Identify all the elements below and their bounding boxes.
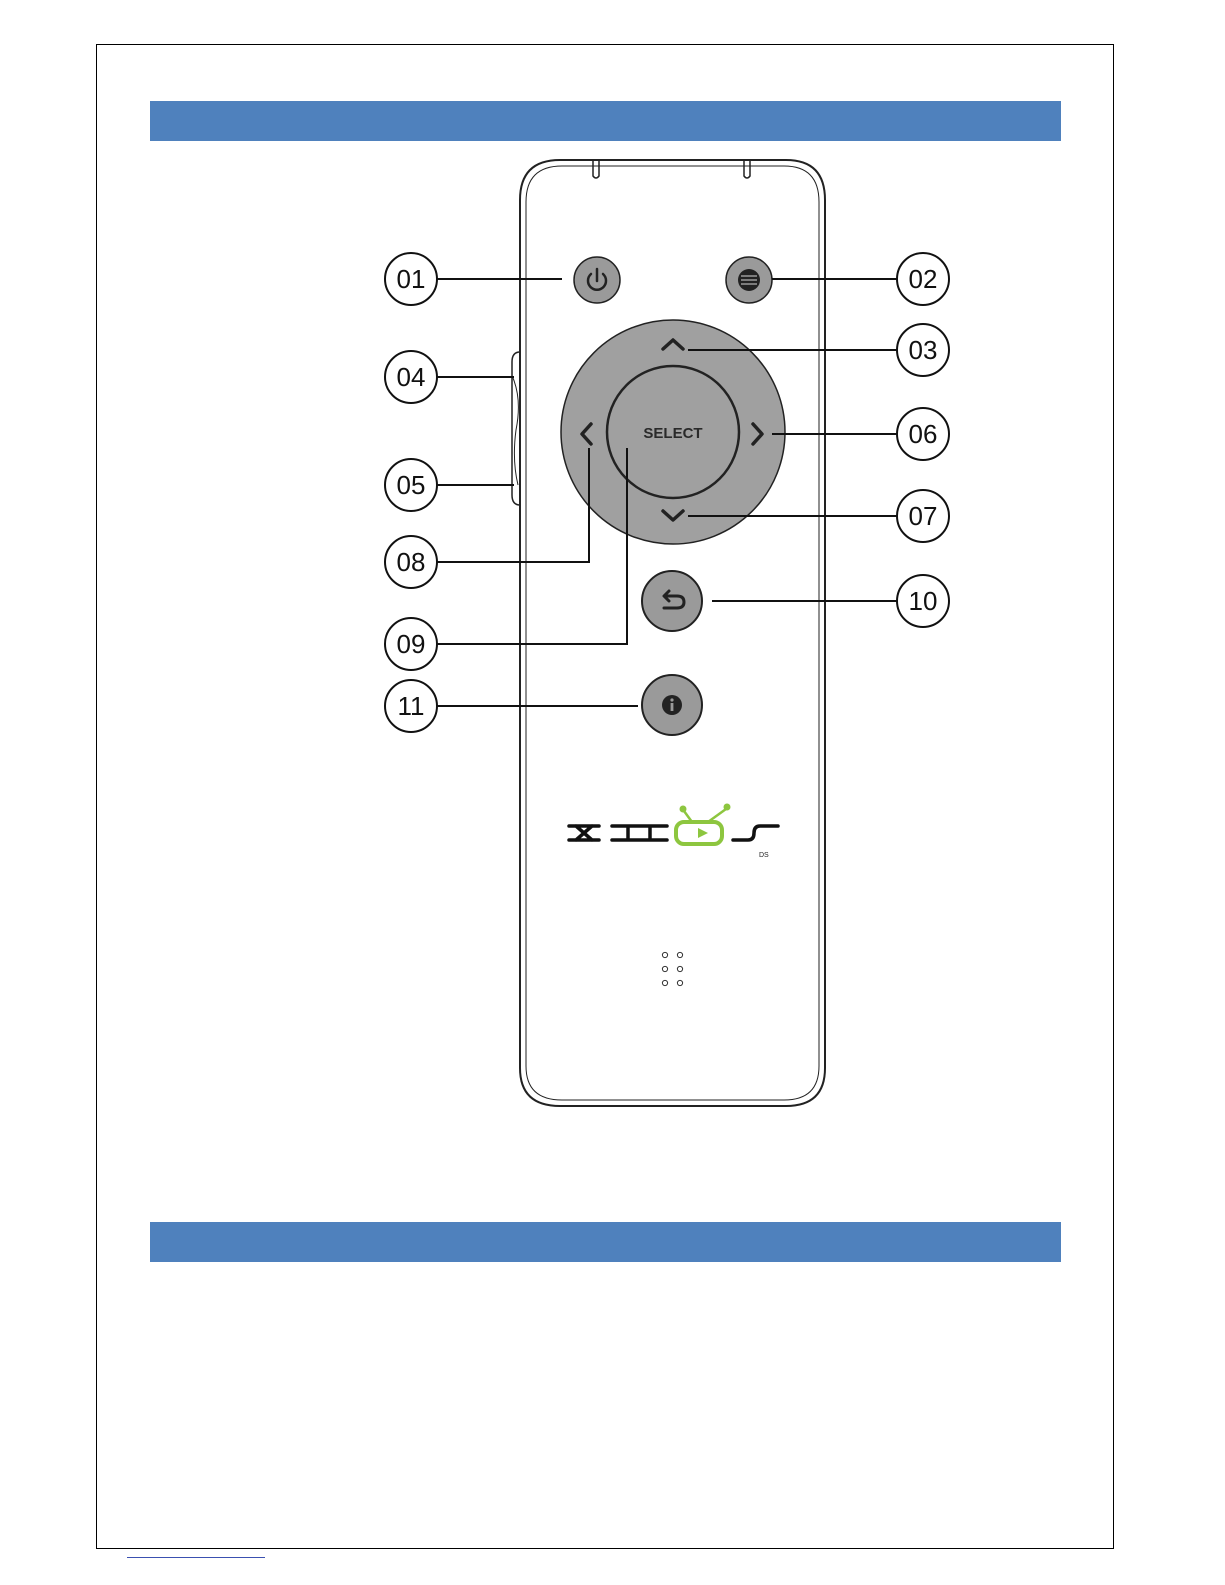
menu-button[interactable] <box>726 257 772 303</box>
svg-text:06: 06 <box>909 419 938 449</box>
svg-text:05: 05 <box>397 470 426 500</box>
svg-text:01: 01 <box>397 264 426 294</box>
callout-01: 01 <box>385 253 437 305</box>
callout-05: 05 <box>385 459 437 511</box>
select-label: SELECT <box>643 425 702 442</box>
svg-text:08: 08 <box>397 547 426 577</box>
callout-04: 04 <box>385 351 437 403</box>
remote-body <box>520 160 825 1106</box>
callout-07: 07 <box>897 490 949 542</box>
svg-text:10: 10 <box>909 586 938 616</box>
svg-text:03: 03 <box>909 335 938 365</box>
callout-08: 08 <box>385 536 437 588</box>
callout-03: 03 <box>897 324 949 376</box>
callout-11: 11 <box>385 680 437 732</box>
svg-text:09: 09 <box>397 629 426 659</box>
info-button[interactable] <box>642 675 702 735</box>
svg-text:02: 02 <box>909 264 938 294</box>
back-button[interactable] <box>642 571 702 631</box>
volume-rocker[interactable] <box>512 352 520 505</box>
svg-text:04: 04 <box>397 362 426 392</box>
callout-02: 02 <box>897 253 949 305</box>
callout-06: 06 <box>897 408 949 460</box>
svg-text:07: 07 <box>909 501 938 531</box>
logo-sub-label: DS <box>759 852 769 859</box>
info-icon <box>662 695 682 715</box>
svg-text:11: 11 <box>398 691 425 721</box>
callout-09: 09 <box>385 618 437 670</box>
menu-icon <box>738 269 760 291</box>
power-button[interactable] <box>574 257 620 303</box>
callout-10: 10 <box>897 575 949 627</box>
